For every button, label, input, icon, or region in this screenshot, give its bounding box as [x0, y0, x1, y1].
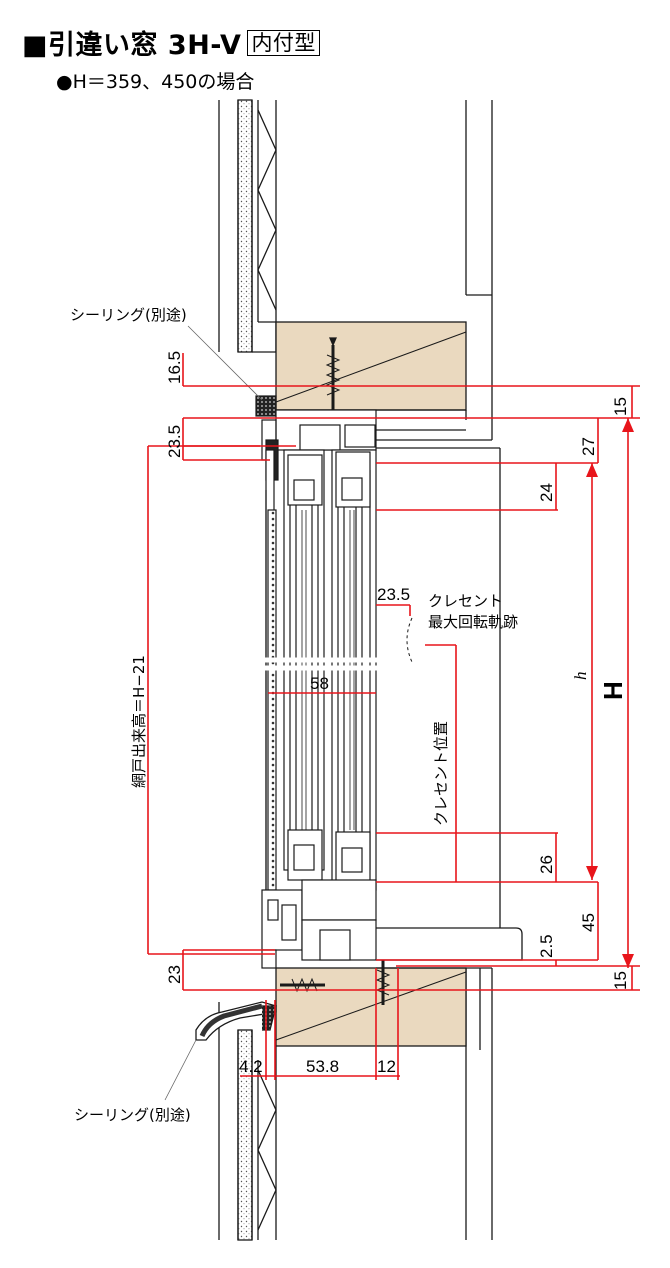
exterior-finish-upper	[237, 99, 253, 353]
dim-24: 24	[537, 483, 556, 502]
sealing-bottom-leader	[164, 1039, 197, 1101]
dim-23-5-crescent: 23.5	[377, 585, 410, 604]
crescent-position-label: クレセント位置	[432, 721, 450, 826]
sealing-top-label: シーリング(別途)	[70, 306, 187, 324]
screen-height-label: 網戸出来高＝H−21	[130, 655, 148, 788]
dimension-lines	[147, 353, 640, 1080]
mounting-type-badge: 内付型	[247, 30, 320, 56]
title-text: ■引違い窓 3H-V	[22, 30, 242, 61]
sealing-bottom-label: シーリング(別途)	[74, 1106, 191, 1124]
sealing-upper-block	[255, 395, 277, 417]
dim-26: 26	[537, 855, 556, 874]
h-large-label: H	[598, 681, 628, 700]
page-subtitle: ●H＝359、450の場合	[56, 71, 255, 93]
dim-15-top: 15	[611, 397, 630, 416]
building-structure	[195, 99, 523, 1241]
sealing-top-leader	[187, 325, 263, 401]
crescent-rotation-arc	[406, 617, 413, 663]
crescent-label-line1: クレセント	[428, 592, 503, 610]
dim-12: 12	[377, 1057, 396, 1076]
dim-2-5: 2.5	[537, 934, 556, 958]
dim-45: 45	[579, 913, 598, 932]
dim-4-2: 4.2	[239, 1057, 263, 1076]
h-small-label: h	[571, 672, 590, 681]
interior-sill-board	[376, 927, 523, 961]
window-assembly	[255, 395, 378, 969]
dim-27: 27	[579, 437, 598, 456]
lower-wood-sill	[275, 967, 467, 1047]
dim-23-5-left: 23.5	[165, 425, 184, 458]
dim-53-8: 53.8	[306, 1057, 339, 1076]
crescent-label-line2: 最大回転軌跡	[428, 613, 518, 631]
insect-screen-mesh	[267, 509, 277, 891]
dim-16-5: 16.5	[165, 351, 184, 384]
dim-23-left: 23	[165, 965, 184, 984]
dim-58: 58	[310, 674, 329, 693]
upper-wood-lintel	[275, 321, 467, 411]
dim-15-bottom: 15	[611, 971, 630, 990]
